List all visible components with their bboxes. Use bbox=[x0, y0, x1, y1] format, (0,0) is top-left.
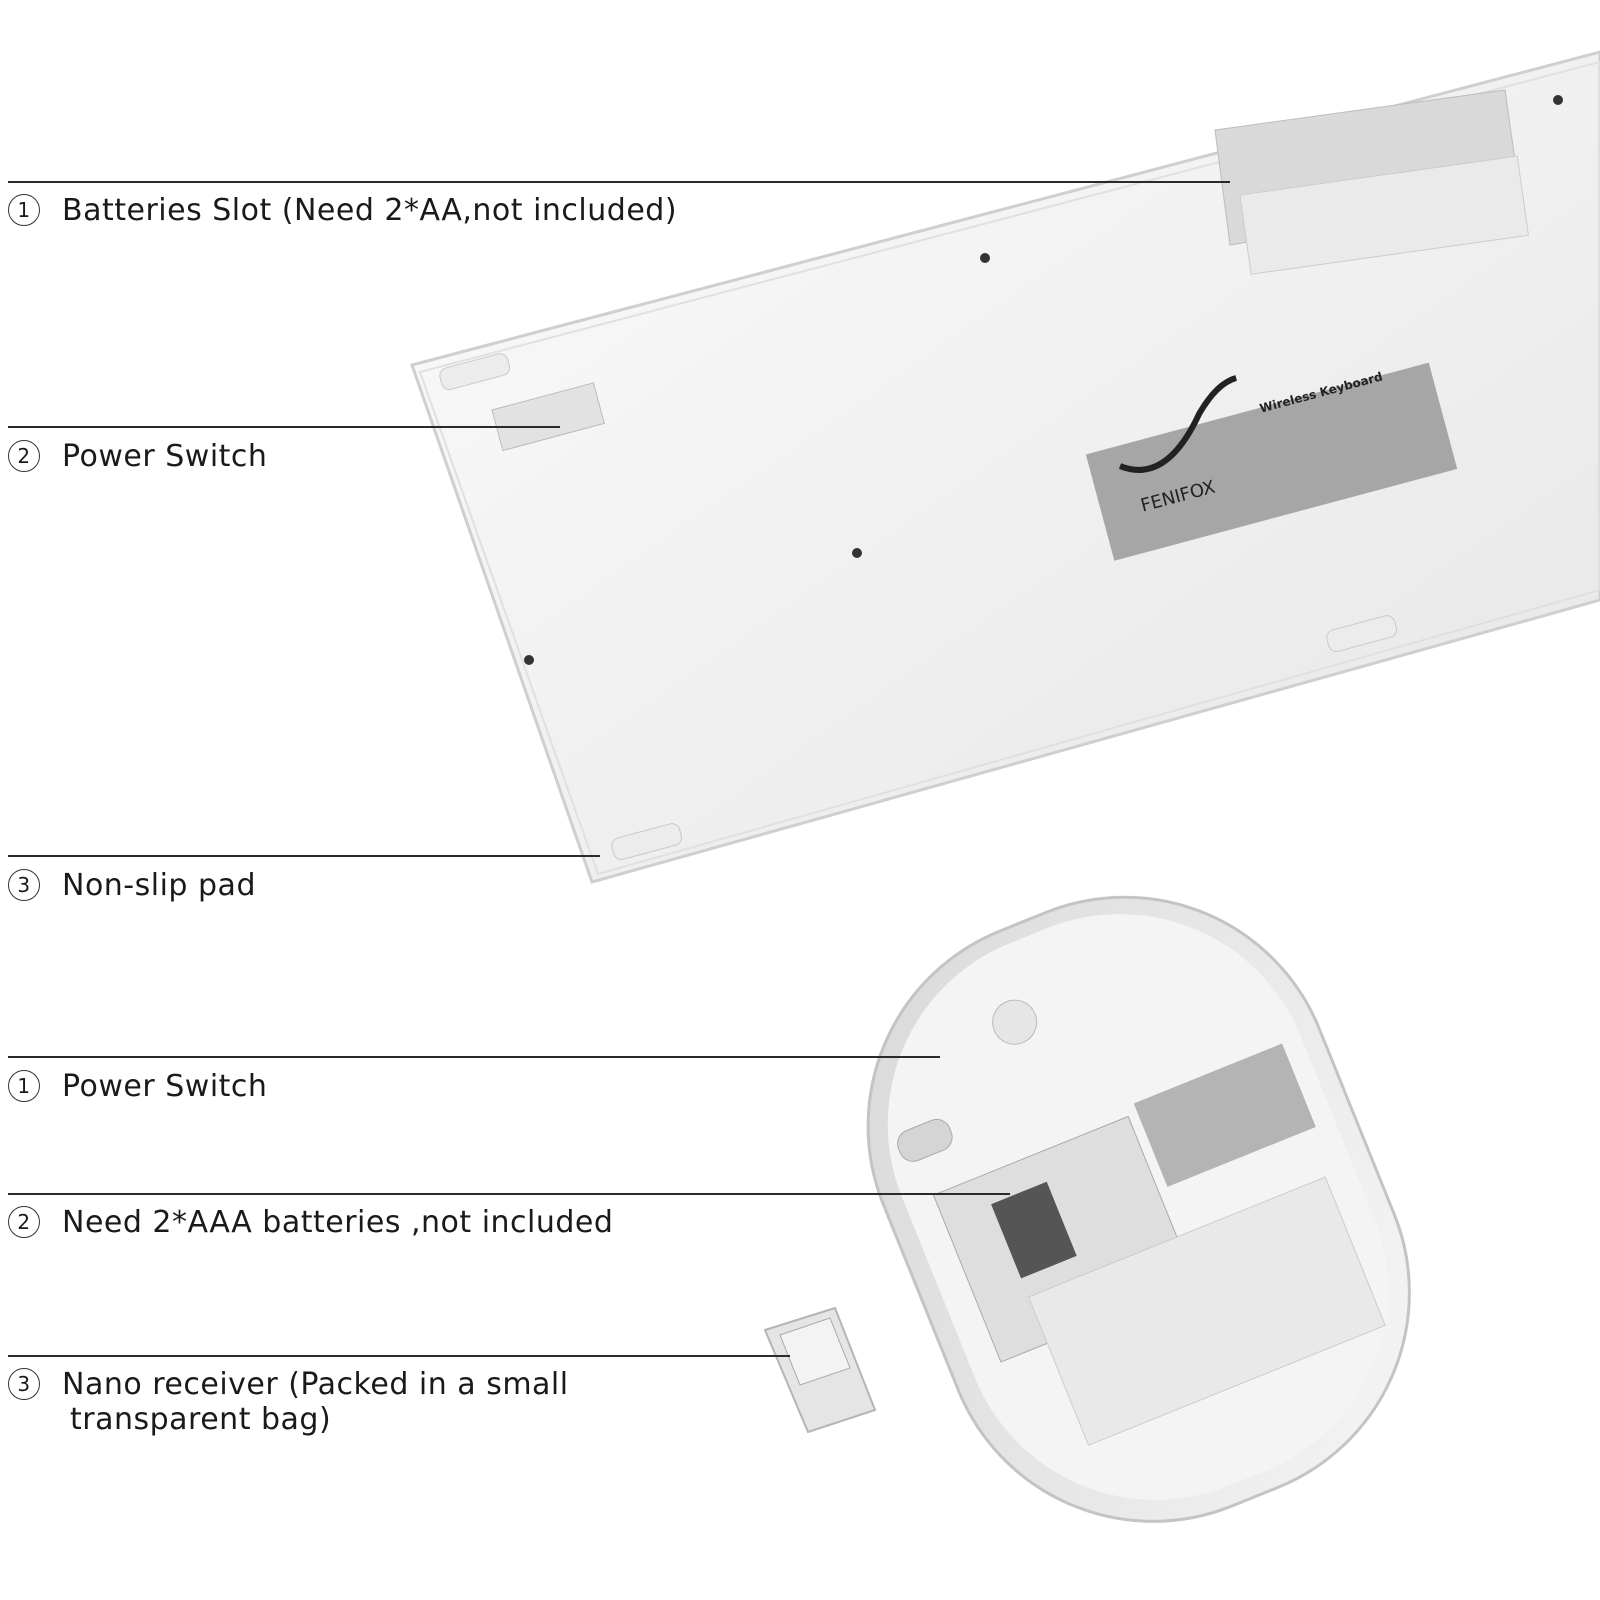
callout-number: 2 bbox=[8, 1206, 40, 1238]
callout-keyboard-pad: 3 Non-slip pad bbox=[8, 868, 256, 903]
non-slip-pad bbox=[611, 823, 683, 860]
callout-keyboard-power: 2 Power Switch bbox=[8, 439, 267, 474]
mouse-underside bbox=[866, 895, 1411, 1523]
callout-line bbox=[8, 855, 600, 857]
callout-number: 3 bbox=[8, 869, 40, 901]
non-slip-pad bbox=[439, 353, 511, 390]
non-slip-pad bbox=[1326, 615, 1398, 652]
callout-line bbox=[8, 1056, 940, 1058]
callout-line bbox=[8, 1193, 1010, 1195]
callout-nano-receiver: 3 Nano receiver (Packed in a small bbox=[8, 1367, 569, 1402]
callout-text: Batteries Slot (Need 2*AA,not included) bbox=[62, 193, 678, 228]
callout-text: Nano receiver (Packed in a small bbox=[62, 1367, 569, 1402]
callout-keyboard-batteries: 1 Batteries Slot (Need 2*AA,not included) bbox=[8, 193, 677, 228]
battery-cover bbox=[1239, 155, 1529, 275]
callout-mouse-power: 1 Power Switch bbox=[8, 1069, 267, 1104]
callout-number: 2 bbox=[8, 440, 40, 472]
power-switch bbox=[491, 382, 605, 452]
callout-text: Power Switch bbox=[62, 439, 268, 474]
callout-number: 3 bbox=[8, 1368, 40, 1400]
callout-text: Non-slip pad bbox=[62, 868, 256, 903]
callout-text: Power Switch bbox=[62, 1069, 268, 1104]
callout-number: 1 bbox=[8, 194, 40, 226]
callout-text-continued: transparent bag) bbox=[70, 1402, 332, 1437]
mouse-power-switch bbox=[897, 1118, 953, 1162]
keyboard-underside: FENIFOX Wireless Keyboard bbox=[410, 50, 1600, 884]
callout-line bbox=[8, 1355, 790, 1357]
nano-receiver bbox=[763, 1306, 877, 1434]
callout-line bbox=[8, 181, 1230, 183]
callout-mouse-batteries: 2 Need 2*AAA batteries ,not included bbox=[8, 1205, 613, 1240]
callout-line bbox=[8, 426, 560, 428]
callout-text: Need 2*AAA batteries ,not included bbox=[62, 1205, 614, 1240]
callout-number: 1 bbox=[8, 1070, 40, 1102]
